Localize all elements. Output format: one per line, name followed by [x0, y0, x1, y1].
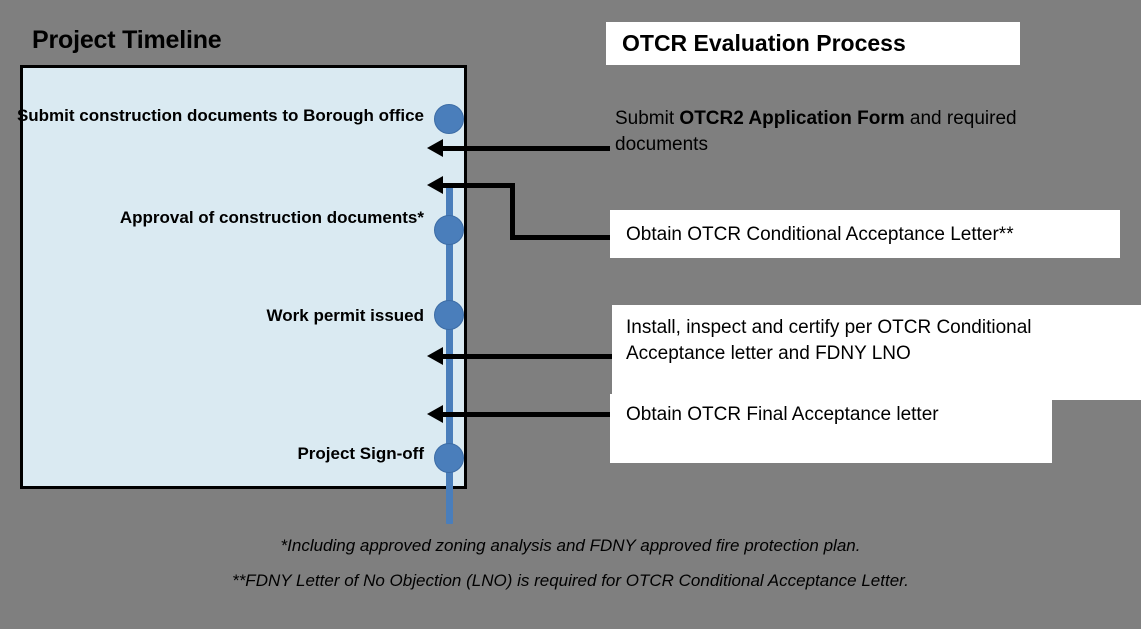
process-step-1-bold: OTCR2 Application Form [679, 108, 905, 129]
connector-4-line [443, 412, 613, 417]
milestone-dot-3 [434, 300, 464, 330]
milestone-label-4: Project Sign-off [297, 444, 424, 463]
process-step-1: Submit OTCR2 Application Form and requir… [615, 106, 1045, 158]
milestone-dot-2 [434, 215, 464, 245]
process-step-2-box: Obtain OTCR Conditional Acceptance Lette… [610, 210, 1120, 258]
milestone-label-3: Work permit issued [266, 306, 424, 325]
milestone-dot-4 [434, 443, 464, 473]
project-timeline-panel: Submit construction documents to Borough… [17, 65, 467, 524]
connector-1-line [443, 146, 610, 151]
process-step-2-text: Obtain OTCR Conditional Acceptance Lette… [626, 224, 1014, 245]
milestone-label-2: Approval of construction documents* [119, 208, 424, 227]
milestone-dot-1 [434, 104, 464, 134]
process-step-4-text: Obtain OTCR Final Acceptance letter [626, 404, 939, 425]
connector-2-line-upper [443, 183, 515, 188]
process-title: OTCR Evaluation Process [622, 30, 906, 56]
connector-3-arrowhead [427, 347, 443, 365]
page-title: Project Timeline [32, 26, 222, 54]
process-step-1-suffix: and required documents [615, 108, 1017, 156]
connector-2-arrowhead [427, 176, 443, 194]
connector-2-line-lower [510, 235, 612, 240]
connector-1-arrowhead [427, 139, 443, 157]
connector-3-line [443, 354, 613, 359]
process-step-3-box: Install, inspect and certify per OTCR Co… [612, 305, 1141, 400]
process-title-box: OTCR Evaluation Process [606, 22, 1020, 65]
process-step-1-prefix: Submit [615, 108, 680, 129]
milestone-label-1: Submit construction documents to Borough… [16, 106, 424, 125]
process-step-3-text: Install, inspect and certify per OTCR Co… [626, 317, 1032, 365]
connector-2-line-vertical [510, 183, 515, 240]
footnote-1: *Including approved zoning analysis and … [280, 536, 861, 555]
process-step-4-box: Obtain OTCR Final Acceptance letter [610, 394, 1052, 463]
connector-4-arrowhead [427, 405, 443, 423]
footnote-2: **FDNY Letter of No Objection (LNO) is r… [232, 571, 909, 590]
